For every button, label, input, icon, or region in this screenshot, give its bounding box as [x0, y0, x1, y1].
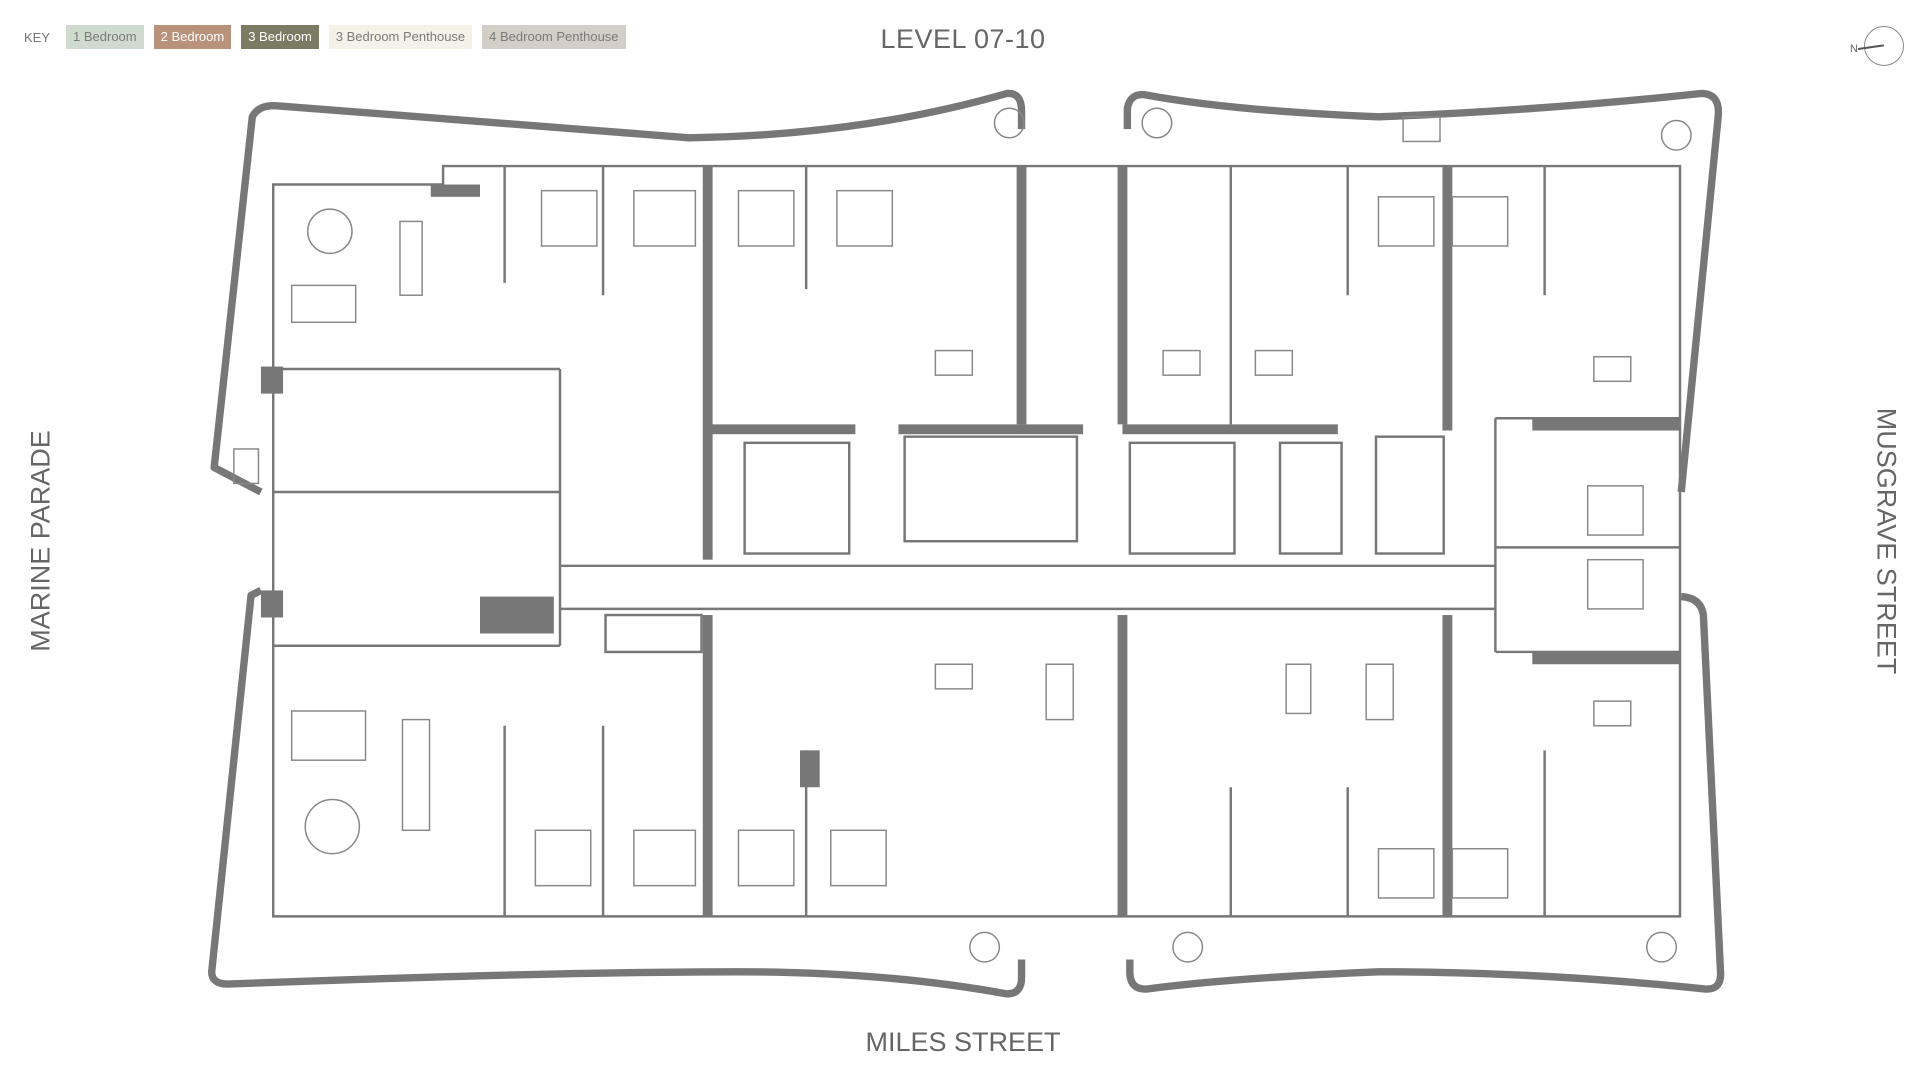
legend-2-bedroom[interactable]: 2 Bedroom: [153, 25, 232, 49]
legend: KEY 1 Bedroom 2 Bedroom 3 Bedroom 3 Bedr…: [24, 25, 626, 49]
interior-walls: [272, 164, 1682, 918]
street-label-miles-street: MILES STREET: [865, 1027, 1061, 1057]
legend-title: KEY: [24, 29, 51, 45]
legend-4-bedroom-penthouse[interactable]: 4 Bedroom Penthouse: [482, 25, 626, 49]
north-compass-icon: N: [1850, 26, 1904, 66]
furniture: [233, 107, 1692, 963]
street-label-marine-parade: MARINE PARADE: [25, 430, 56, 652]
legend-3-bedroom-penthouse[interactable]: 3 Bedroom Penthouse: [328, 25, 473, 49]
balcony-top-left: [210, 89, 1026, 496]
legend-1-bedroom[interactable]: 1 Bedroom: [66, 25, 144, 49]
north-label: N: [1850, 43, 1858, 55]
balcony-bottom-left: [208, 587, 1026, 998]
legend-3-bedroom[interactable]: 3 Bedroom: [241, 25, 319, 49]
level-title: LEVEL 07-10: [880, 24, 1046, 54]
balcony-outlines: [208, 89, 1725, 998]
street-label-musgrave-street: MUSGRAVE STREET: [1871, 407, 1902, 675]
structural-columns: [260, 166, 1680, 917]
balcony-top-right: [1123, 89, 1723, 493]
balcony-bottom-right: [1126, 592, 1725, 993]
